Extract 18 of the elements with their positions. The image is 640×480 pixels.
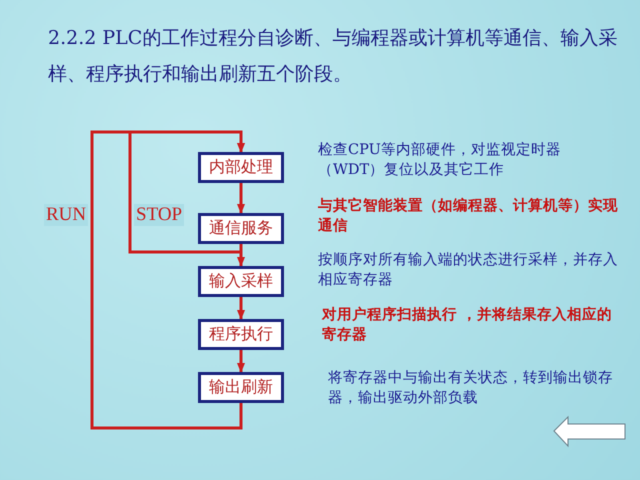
process-box: 输入采样 <box>198 266 284 297</box>
description-text: 对用户程序扫描执行 ，并将结果存入相应的寄存器 <box>322 305 614 345</box>
description-text: 与其它智能装置（如编程器、计算机等）实现通信 <box>318 196 618 236</box>
description-text: 按顺序对所有输入端的状态进行采样，并存入相应寄存器 <box>318 251 618 290</box>
process-box: 通信服务 <box>198 213 284 244</box>
process-box: 程序执行 <box>198 319 284 350</box>
edge-label: RUN <box>44 204 88 226</box>
loop-arrow <box>90 130 245 430</box>
description-text: 将寄存器中与输出有关状态，转到输出锁存器，输出驱动外部负载 <box>328 368 614 408</box>
process-box: 输出刷新 <box>198 372 284 403</box>
arrow <box>237 297 245 320</box>
process-box: 内部处理 <box>198 152 284 183</box>
edge-label: STOP <box>134 204 184 226</box>
arrow <box>237 350 245 373</box>
description-text: 检查CPU等内部硬件，对监视定时器（WDT）复位以及其它工作 <box>318 140 562 180</box>
title-text: 2.2.2 PLC的工作过程分自诊断、与编程器或计算机等通信、输入采样、程序执行和输出刷新五个阶段。 <box>48 26 618 87</box>
loop-arrow <box>128 130 245 254</box>
arrow <box>237 183 245 214</box>
